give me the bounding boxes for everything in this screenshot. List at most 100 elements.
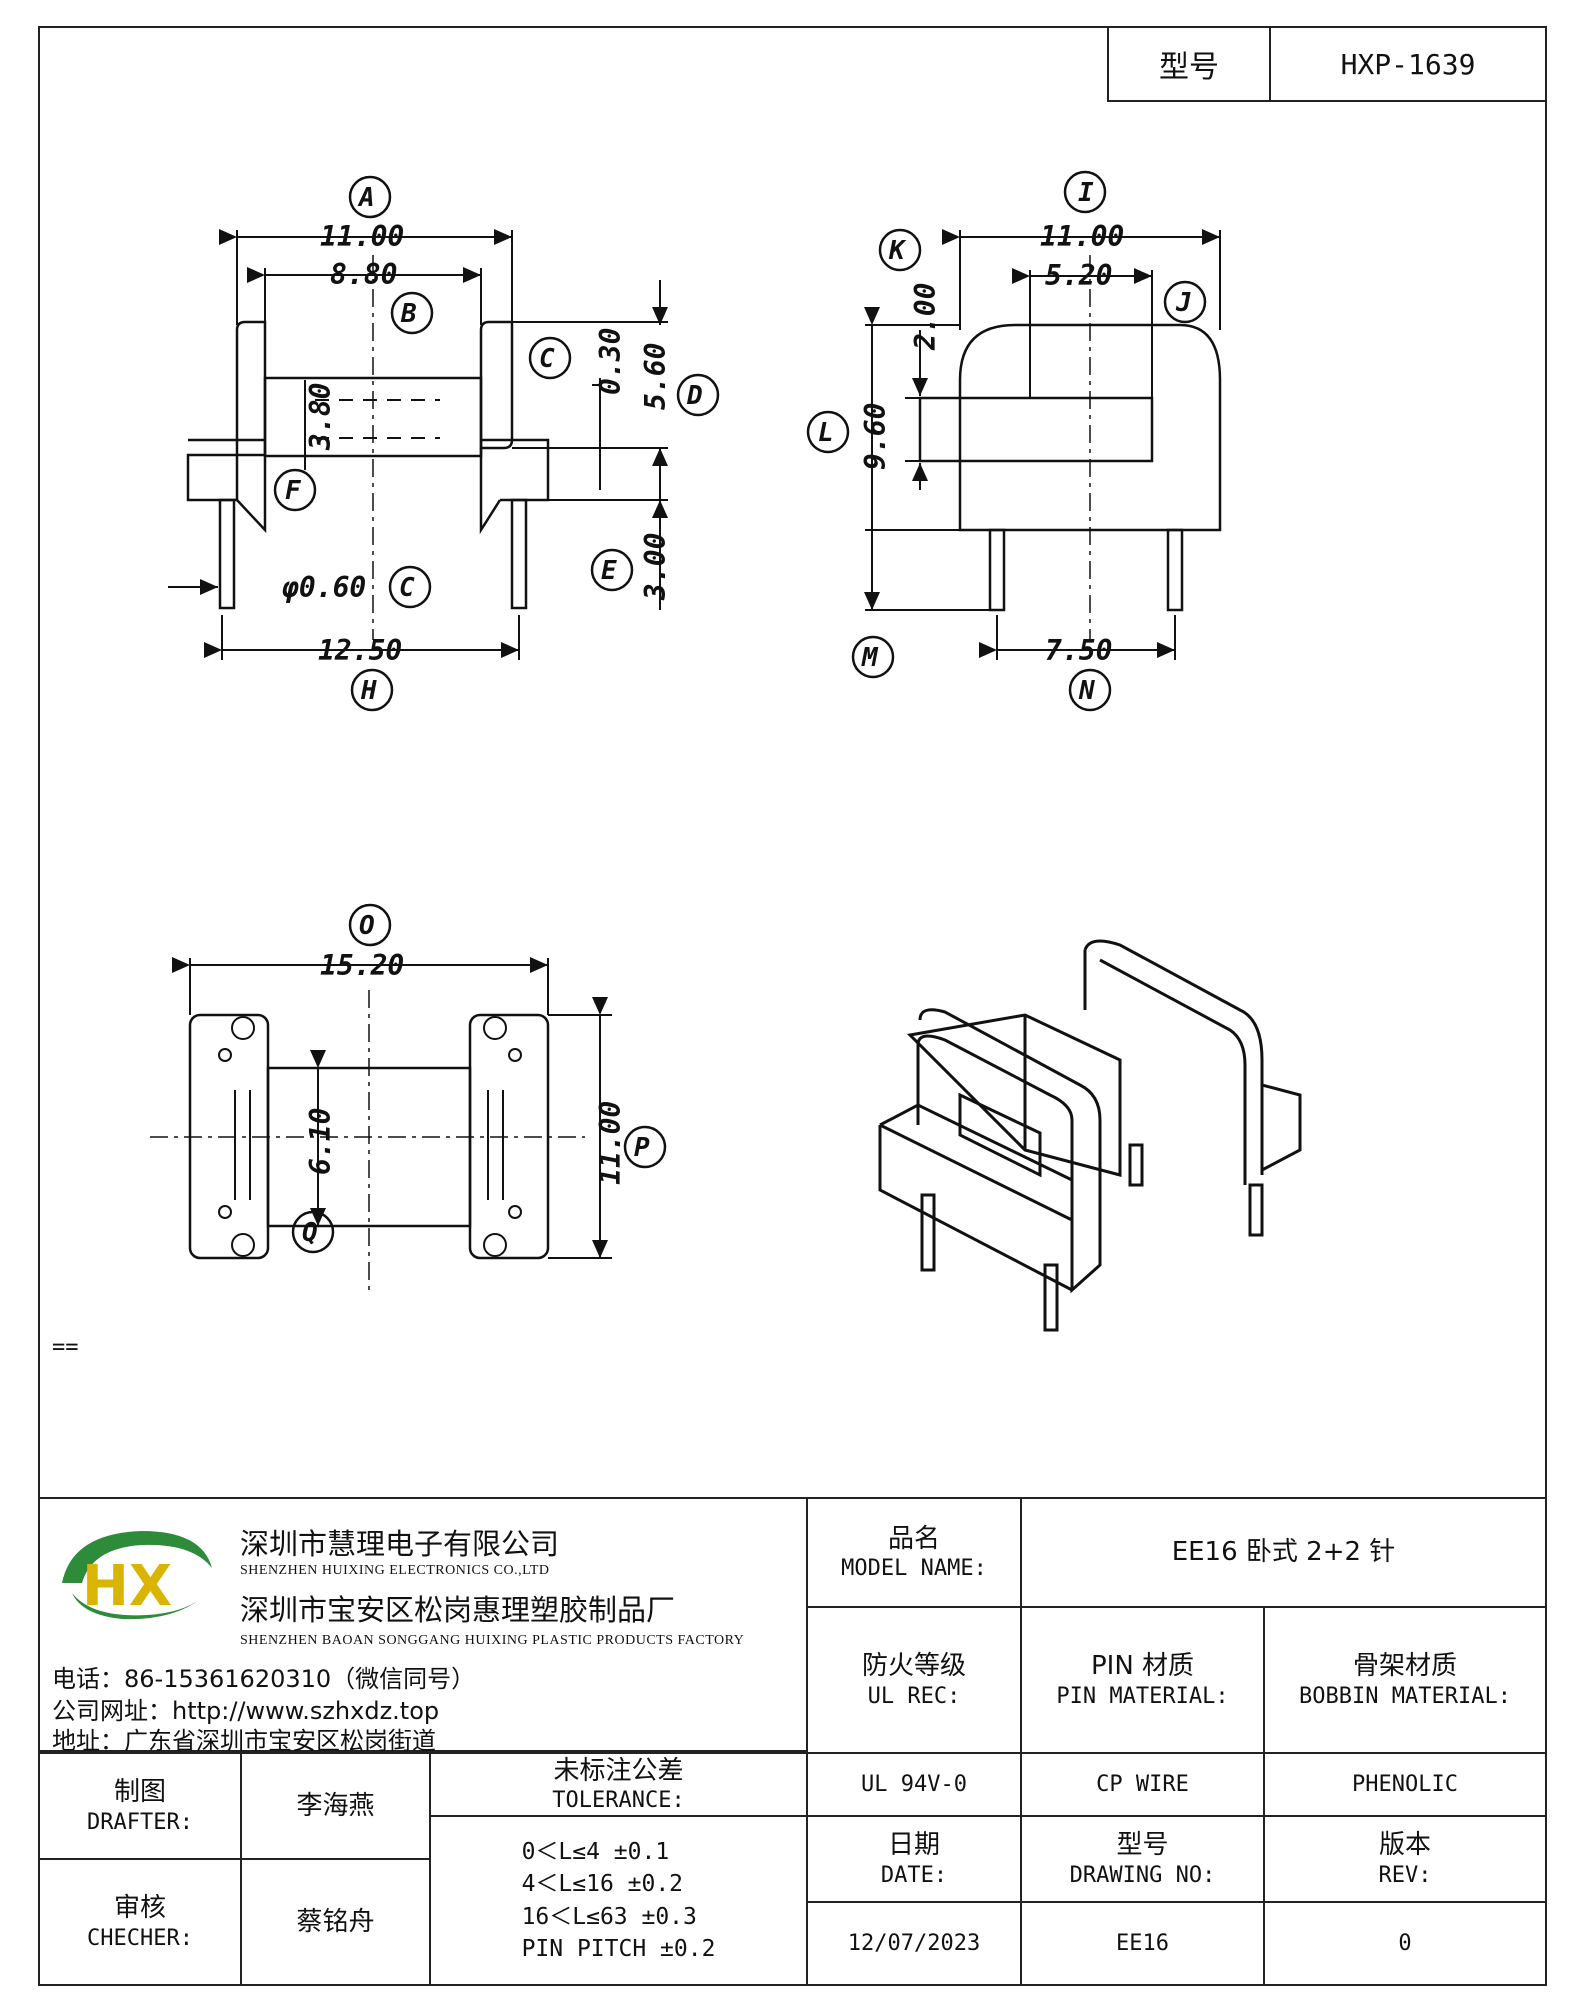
callout-I: I	[1078, 178, 1094, 208]
logo-letters: HX	[82, 1554, 172, 1619]
company-name-cn: 深圳市慧理电子有限公司	[240, 1527, 560, 1561]
rev-value: 0	[1263, 1901, 1547, 1986]
callout-Q: Q	[302, 1218, 318, 1248]
dim-D: 5.60	[639, 343, 672, 410]
pin-material-label: PIN 材质 PIN MATERIAL:	[1020, 1606, 1265, 1754]
ul-rec-value: UL 94V-0	[806, 1752, 1022, 1817]
model-name-value: EE16 卧式 2+2 针	[1020, 1497, 1547, 1608]
drawing-no-text: EE16	[1116, 1930, 1169, 1956]
checker-label: 审核 CHECHER:	[38, 1858, 242, 1986]
drafter-name: 李海燕	[296, 1790, 375, 1821]
eq-mark: ==	[52, 1335, 79, 1360]
ul-rec-label-en: UL REC:	[867, 1683, 961, 1709]
bobbin-material-label: 骨架材质 BOBBIN MATERIAL:	[1263, 1606, 1547, 1754]
company-logo-icon: HX	[62, 1531, 212, 1620]
company-address: 地址：广东省深圳市宝安区松岗街道	[52, 1727, 436, 1755]
company-phone: 电话：86-15361620310（微信同号）	[52, 1665, 476, 1693]
callout-C-pin: C	[399, 573, 415, 603]
technical-drawing: 11.00 8.80 12.50 φ0.60 0.30 5.60 3.00 3.…	[150, 170, 1302, 1332]
rev-label-en: REV:	[1378, 1862, 1432, 1888]
company-name-en: SHENZHEN HUIXING ELECTRONICS CO.,LTD	[240, 1563, 550, 1578]
callout-C-top: C	[539, 344, 555, 374]
model-label: 型号	[1109, 28, 1271, 100]
callout-H: H	[360, 676, 377, 706]
drawing-no-label: 型号 DRAWING NO:	[1020, 1815, 1265, 1903]
rev-label-cn: 版本	[1378, 1830, 1431, 1860]
tolerance-label-cn: 未标注公差	[553, 1755, 684, 1786]
drafter-label-cn: 制图	[113, 1777, 166, 1807]
callout-O: O	[359, 911, 375, 941]
pin-material-text: CP WIRE	[1096, 1771, 1189, 1797]
callout-M: M	[861, 643, 879, 673]
checker-label-cn: 审核	[113, 1893, 166, 1923]
callout-F: F	[285, 476, 302, 506]
callout-E: E	[601, 556, 617, 586]
checker-label-en: CHECHER:	[87, 1925, 193, 1951]
company-website: 公司网址：http://www.szhxdz.top	[52, 1697, 440, 1725]
tolerance-line: 4＜L≤16 ±0.2	[521, 1871, 684, 1898]
model-name-label-cn: 品名	[887, 1523, 940, 1554]
dim-A: 11.00	[320, 220, 404, 253]
drawing-no-label-en: DRAWING NO:	[1069, 1862, 1216, 1888]
callout-B: B	[400, 299, 417, 329]
tolerance-line: 0＜L≤4 ±0.1	[521, 1839, 670, 1866]
tolerance-line: 16＜L≤63 ±0.3	[521, 1903, 697, 1930]
drafter-label-en: DRAFTER:	[87, 1809, 193, 1835]
pin-material-label-en: PIN MATERIAL:	[1056, 1683, 1229, 1709]
date-label-cn: 日期	[887, 1830, 940, 1860]
dim-J: 5.20	[1045, 259, 1112, 292]
callout-A: A	[357, 183, 375, 213]
date-label: 日期 DATE:	[806, 1815, 1022, 1903]
model-name-text: EE16 卧式 2+2 针	[1171, 1537, 1396, 1568]
rev-label: 版本 REV:	[1263, 1815, 1547, 1903]
tolerance-table: 0＜L≤4 ±0.1 4＜L≤16 ±0.2 16＜L≤63 ±0.3 PIN …	[429, 1815, 808, 1986]
dim-Q: 6.10	[304, 1108, 337, 1175]
dim-O: 15.20	[320, 949, 404, 982]
model-name-label-en: MODEL NAME:	[841, 1556, 987, 1581]
dim-I: 11.00	[1040, 220, 1124, 253]
ul-rec-label-cn: 防火等级	[861, 1651, 966, 1681]
tolerance-label-en: TOLERANCE:	[552, 1788, 685, 1813]
model-value: HXP-1639	[1340, 47, 1476, 81]
date-label-en: DATE:	[880, 1862, 948, 1888]
date-text: 12/07/2023	[847, 1930, 981, 1956]
rev-text: 0	[1398, 1930, 1412, 1956]
dim-H: 12.50	[318, 634, 402, 667]
tolerance-line: PIN PITCH ±0.2	[521, 1935, 716, 1962]
date-value: 12/07/2023	[806, 1901, 1022, 1986]
model-name-label: 品名 MODEL NAME:	[806, 1497, 1022, 1608]
callout-J: J	[1175, 288, 1192, 318]
ul-rec-label: 防火等级 UL REC:	[806, 1606, 1022, 1754]
callout-D: D	[686, 381, 703, 411]
bobbin-material-value: PHENOLIC	[1263, 1752, 1547, 1817]
callout-K: K	[888, 236, 907, 266]
dim-B: 8.80	[330, 258, 397, 291]
drawing-no-value: EE16	[1020, 1901, 1265, 1986]
factory-name-cn: 深圳市宝安区松岗惠理塑胶制品厂	[240, 1593, 676, 1627]
checker-name: 蔡铭舟	[296, 1906, 375, 1937]
dim-pin-dia: φ0.60	[281, 571, 366, 604]
drawing-no-label-cn: 型号	[1116, 1830, 1169, 1860]
dim-C-top: 0.30	[594, 328, 627, 395]
dim-P: 11.00	[594, 1101, 627, 1185]
dim-N: 7.50	[1045, 634, 1112, 667]
company-info: HX 深圳市慧理电子有限公司 SHENZHEN HUIXING ELECTRON…	[38, 1497, 808, 1755]
model-number-box: 型号 HXP-1639	[1107, 26, 1547, 102]
ul-rec-text: UL 94V-0	[861, 1771, 967, 1797]
bobbin-material-text: PHENOLIC	[1352, 1771, 1458, 1797]
drafter-label: 制图 DRAFTER:	[38, 1752, 242, 1860]
dim-F: 3.80	[304, 383, 337, 451]
checker-value: 蔡铭舟	[240, 1858, 431, 1986]
drafter-value: 李海燕	[240, 1752, 431, 1860]
tolerance-label: 未标注公差 TOLERANCE:	[429, 1752, 808, 1817]
bobbin-material-label-cn: 骨架材质	[1352, 1651, 1457, 1681]
dim-L: 9.60	[859, 403, 892, 470]
bobbin-material-label-en: BOBBIN MATERIAL:	[1299, 1683, 1511, 1709]
factory-name-en: SHENZHEN BAOAN SONGGANG HUIXING PLASTIC …	[240, 1633, 745, 1648]
callout-P: P	[634, 1133, 650, 1163]
callout-L: L	[818, 418, 834, 448]
title-block: HX 深圳市慧理电子有限公司 SHENZHEN HUIXING ELECTRON…	[38, 1497, 1547, 1986]
callout-N: N	[1078, 676, 1095, 706]
pin-material-value: CP WIRE	[1020, 1752, 1265, 1817]
pin-material-label-cn: PIN 材质	[1090, 1651, 1195, 1681]
